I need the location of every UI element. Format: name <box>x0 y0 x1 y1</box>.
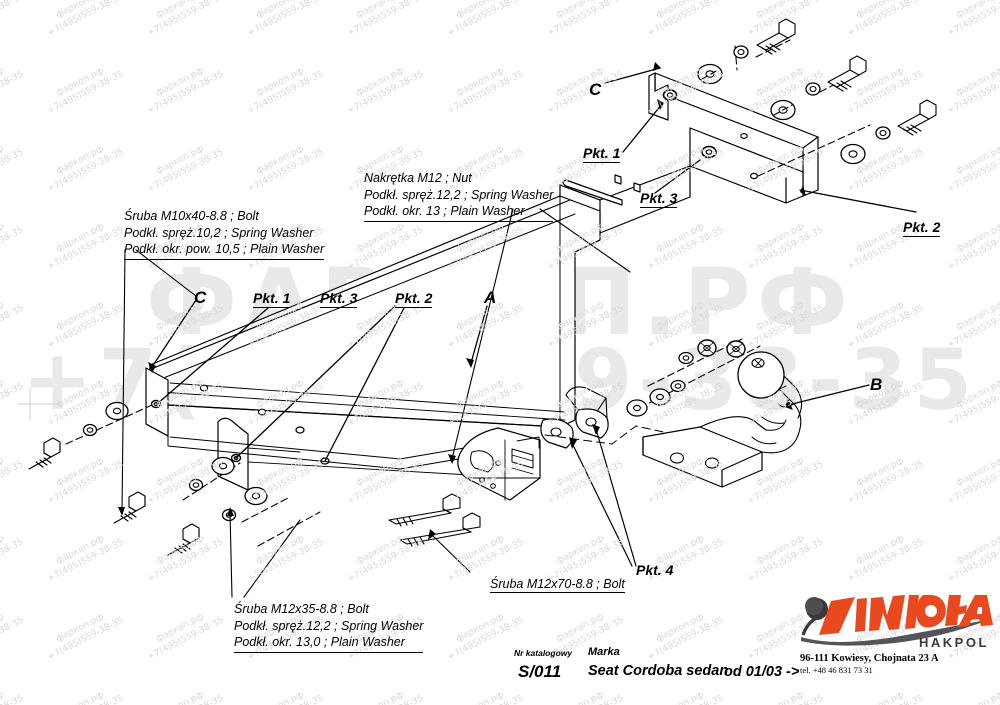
callout-top-pkt2: Pkt. 2 <box>903 219 941 237</box>
callout-mid-c: C <box>194 288 207 307</box>
spec-nut-m12-line3: Podkł. okr. 13 ; Plain Washer <box>364 204 525 218</box>
company-address: 96-111 Kowiesy, Chojnata 23 A <box>800 653 939 664</box>
callout-top-c: C <box>589 80 602 99</box>
callout-mid-pkt3: Pkt. 3 <box>320 290 358 308</box>
spec-bolt-m10: Śruba M10x40-8.8 ; Bolt Podkł. spręż.10,… <box>124 208 325 260</box>
brand-label: Marka <box>588 646 620 658</box>
callout-right-b: B <box>870 375 883 394</box>
callout-mid-pkt1: Pkt. 1 <box>253 290 291 308</box>
callout-mid-pkt2: Pkt. 2 <box>395 290 433 308</box>
callout-top-pkt1: Pkt. 1 <box>583 145 621 163</box>
callout-mid-a: A <box>484 288 497 307</box>
spec-bolt-m12x35-line3: Podkł. okr. 13,0 ; Plain Washer <box>234 635 405 649</box>
spec-bolt-m10-line3: Podkł. okr. pow. 10,5 ; Plain Washer <box>124 242 325 256</box>
callout-bottom-pkt4: Pkt. 4 <box>636 562 674 578</box>
title-block: Nr katalogowy S/011 Marka Seat Cordoba s… <box>0 640 1000 705</box>
spec-bolt-m12x35-line2: Podkł. spręż.12,2 ; Spring Washer <box>234 618 424 633</box>
callout-top-pkt3: Pkt. 3 <box>640 190 678 208</box>
spec-bolt-m12x35: Śruba M12x35-8.8 ; Bolt Podkł. spręż.12,… <box>234 601 424 653</box>
logo-subtext: HAKPOL <box>919 635 989 650</box>
spec-nut-m12: Nakrętka M12 ; Nut Podkł. spręż.12,2 ; S… <box>364 170 554 222</box>
spec-nut-m12-line2: Podkł. spręż.12,2 ; Spring Washer <box>364 187 554 202</box>
catalog-number-label: Nr katalogowy <box>514 648 573 658</box>
catalog-number-value: S/011 <box>518 662 562 681</box>
model-period: od 01/03 -> <box>724 664 800 680</box>
brand-value: Seat Cordoba sedan <box>588 663 729 679</box>
spec-bolt-m12x35-line1: Śruba M12x35-8.8 ; Bolt <box>234 602 369 616</box>
spec-bolt-m10-line1: Śruba M10x40-8.8 ; Bolt <box>124 209 259 223</box>
company-phone: tel. +48 46 831 73 31 <box>800 665 873 675</box>
spec-bolt-m12x70: Śruba M12x70-8.8 ; Bolt <box>490 577 625 593</box>
spec-bolt-m10-line2: Podkł. spręż.10,2 ; Spring Washer <box>124 225 314 240</box>
company-logo: HAKPOL <box>801 595 993 650</box>
spec-nut-m12-line1: Nakrętka M12 ; Nut <box>364 171 472 185</box>
